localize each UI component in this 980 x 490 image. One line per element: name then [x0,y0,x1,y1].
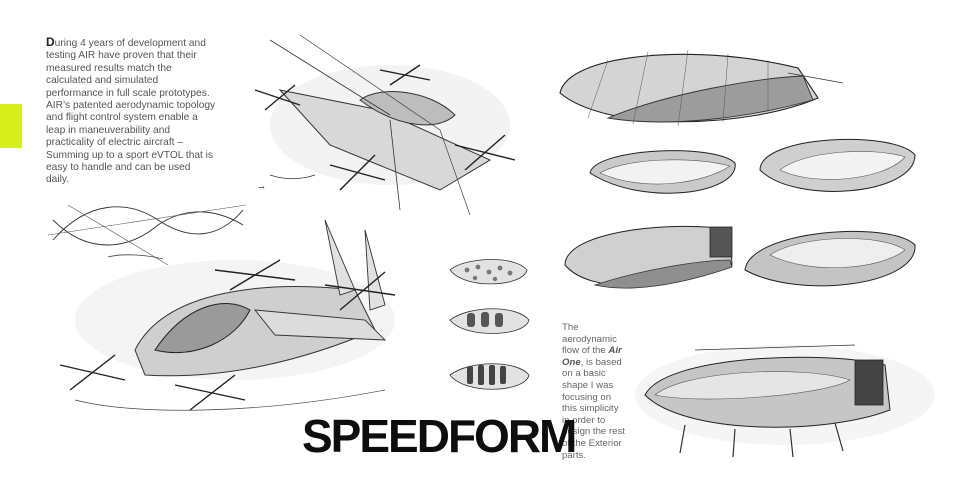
side-note-before: The aerodynamic flow of the [562,322,617,357]
sketch-pod-side-large [548,38,848,138]
intro-paragraph-3: Summing up to a sport eVTOL that is easy… [46,149,214,186]
intro-paragraph-2: AIR’s patented aerodynamic topology and … [46,100,216,149]
sketch-pod-right-middle [755,125,920,210]
intro-text-block: During 4 years of development and testin… [46,36,216,187]
sketch-drone-side-view [625,325,945,465]
sketch-drone-top-view: → [240,30,540,220]
sketch-vent-details [445,245,535,405]
drop-cap: D [46,35,55,49]
side-note-after: , is based on a basic shape I was focusi… [562,356,625,461]
side-note-emphasis: Air One [562,345,622,368]
sketch-pod-left-middle [585,138,745,213]
intro-paragraph-1: During 4 years of development and testin… [46,36,216,100]
side-note-paragraph: The aerodynamic flow of the Air One, is … [562,322,626,461]
accent-bar [0,104,22,148]
intro-paragraph-1-text: uring 4 years of development and testing… [46,38,210,99]
sketch-pod-underside [740,215,920,305]
svg-text:→: → [258,183,265,192]
sketch-pod-exhaust [560,215,740,300]
sketch-dna-formula [47,195,248,270]
headline-title: SPEEDFORM [302,410,577,462]
side-note: The aerodynamic flow of the Air One, is … [562,322,626,461]
sketch-drone-perspective [55,210,425,420]
